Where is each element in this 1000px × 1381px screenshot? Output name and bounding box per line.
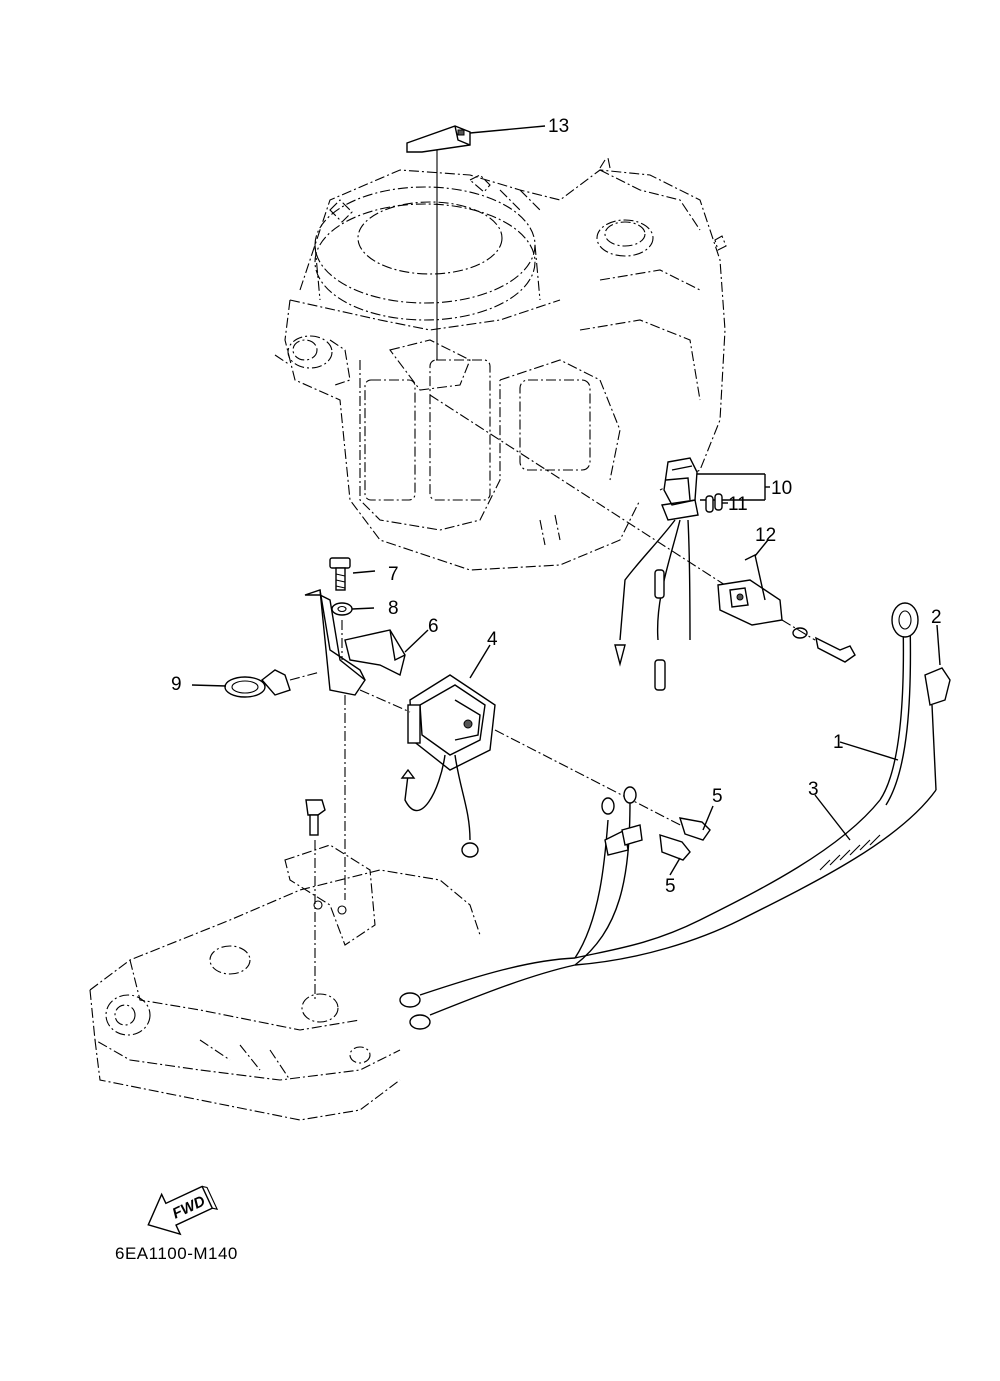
fwd-arrow-icon: FWD <box>147 1185 219 1236</box>
cowling-bolt <box>305 799 326 1000</box>
harness-wires <box>429 394 726 691</box>
callout-5b: 5 <box>665 876 676 897</box>
callout-5a: 5 <box>712 786 723 807</box>
part-2-boot <box>924 624 951 791</box>
callout-6: 6 <box>428 616 439 637</box>
part-11-sleeves <box>705 493 728 513</box>
callout-8: 8 <box>388 598 399 619</box>
callout-13: 13 <box>548 116 569 137</box>
bottom-cowling <box>89 844 481 1121</box>
callout-10: 10 <box>771 478 792 499</box>
connector-10 <box>661 457 770 521</box>
part-5-bolts <box>659 805 714 876</box>
part-1-cable <box>839 602 919 806</box>
callout-12: 12 <box>755 525 776 546</box>
part-9-clamp <box>191 669 321 698</box>
part-12-bracket <box>717 539 856 663</box>
engine-block <box>274 157 727 571</box>
part-4-rectifier <box>359 644 691 858</box>
callout-11: 11 <box>728 494 748 515</box>
drawing-code: 6EA1100-M140 <box>115 1244 238 1263</box>
callout-7: 7 <box>388 564 399 585</box>
callout-4: 4 <box>487 629 498 650</box>
part-13-clip <box>406 125 546 360</box>
callout-9: 9 <box>171 674 182 695</box>
part-8-washer <box>331 602 375 616</box>
callout-1: 1 <box>833 732 844 753</box>
callout-2: 2 <box>931 607 942 628</box>
part-7-bolt <box>329 557 376 591</box>
callout-3: 3 <box>808 779 819 800</box>
part-6-bracket <box>304 589 429 900</box>
part-3-harness <box>399 786 937 1030</box>
